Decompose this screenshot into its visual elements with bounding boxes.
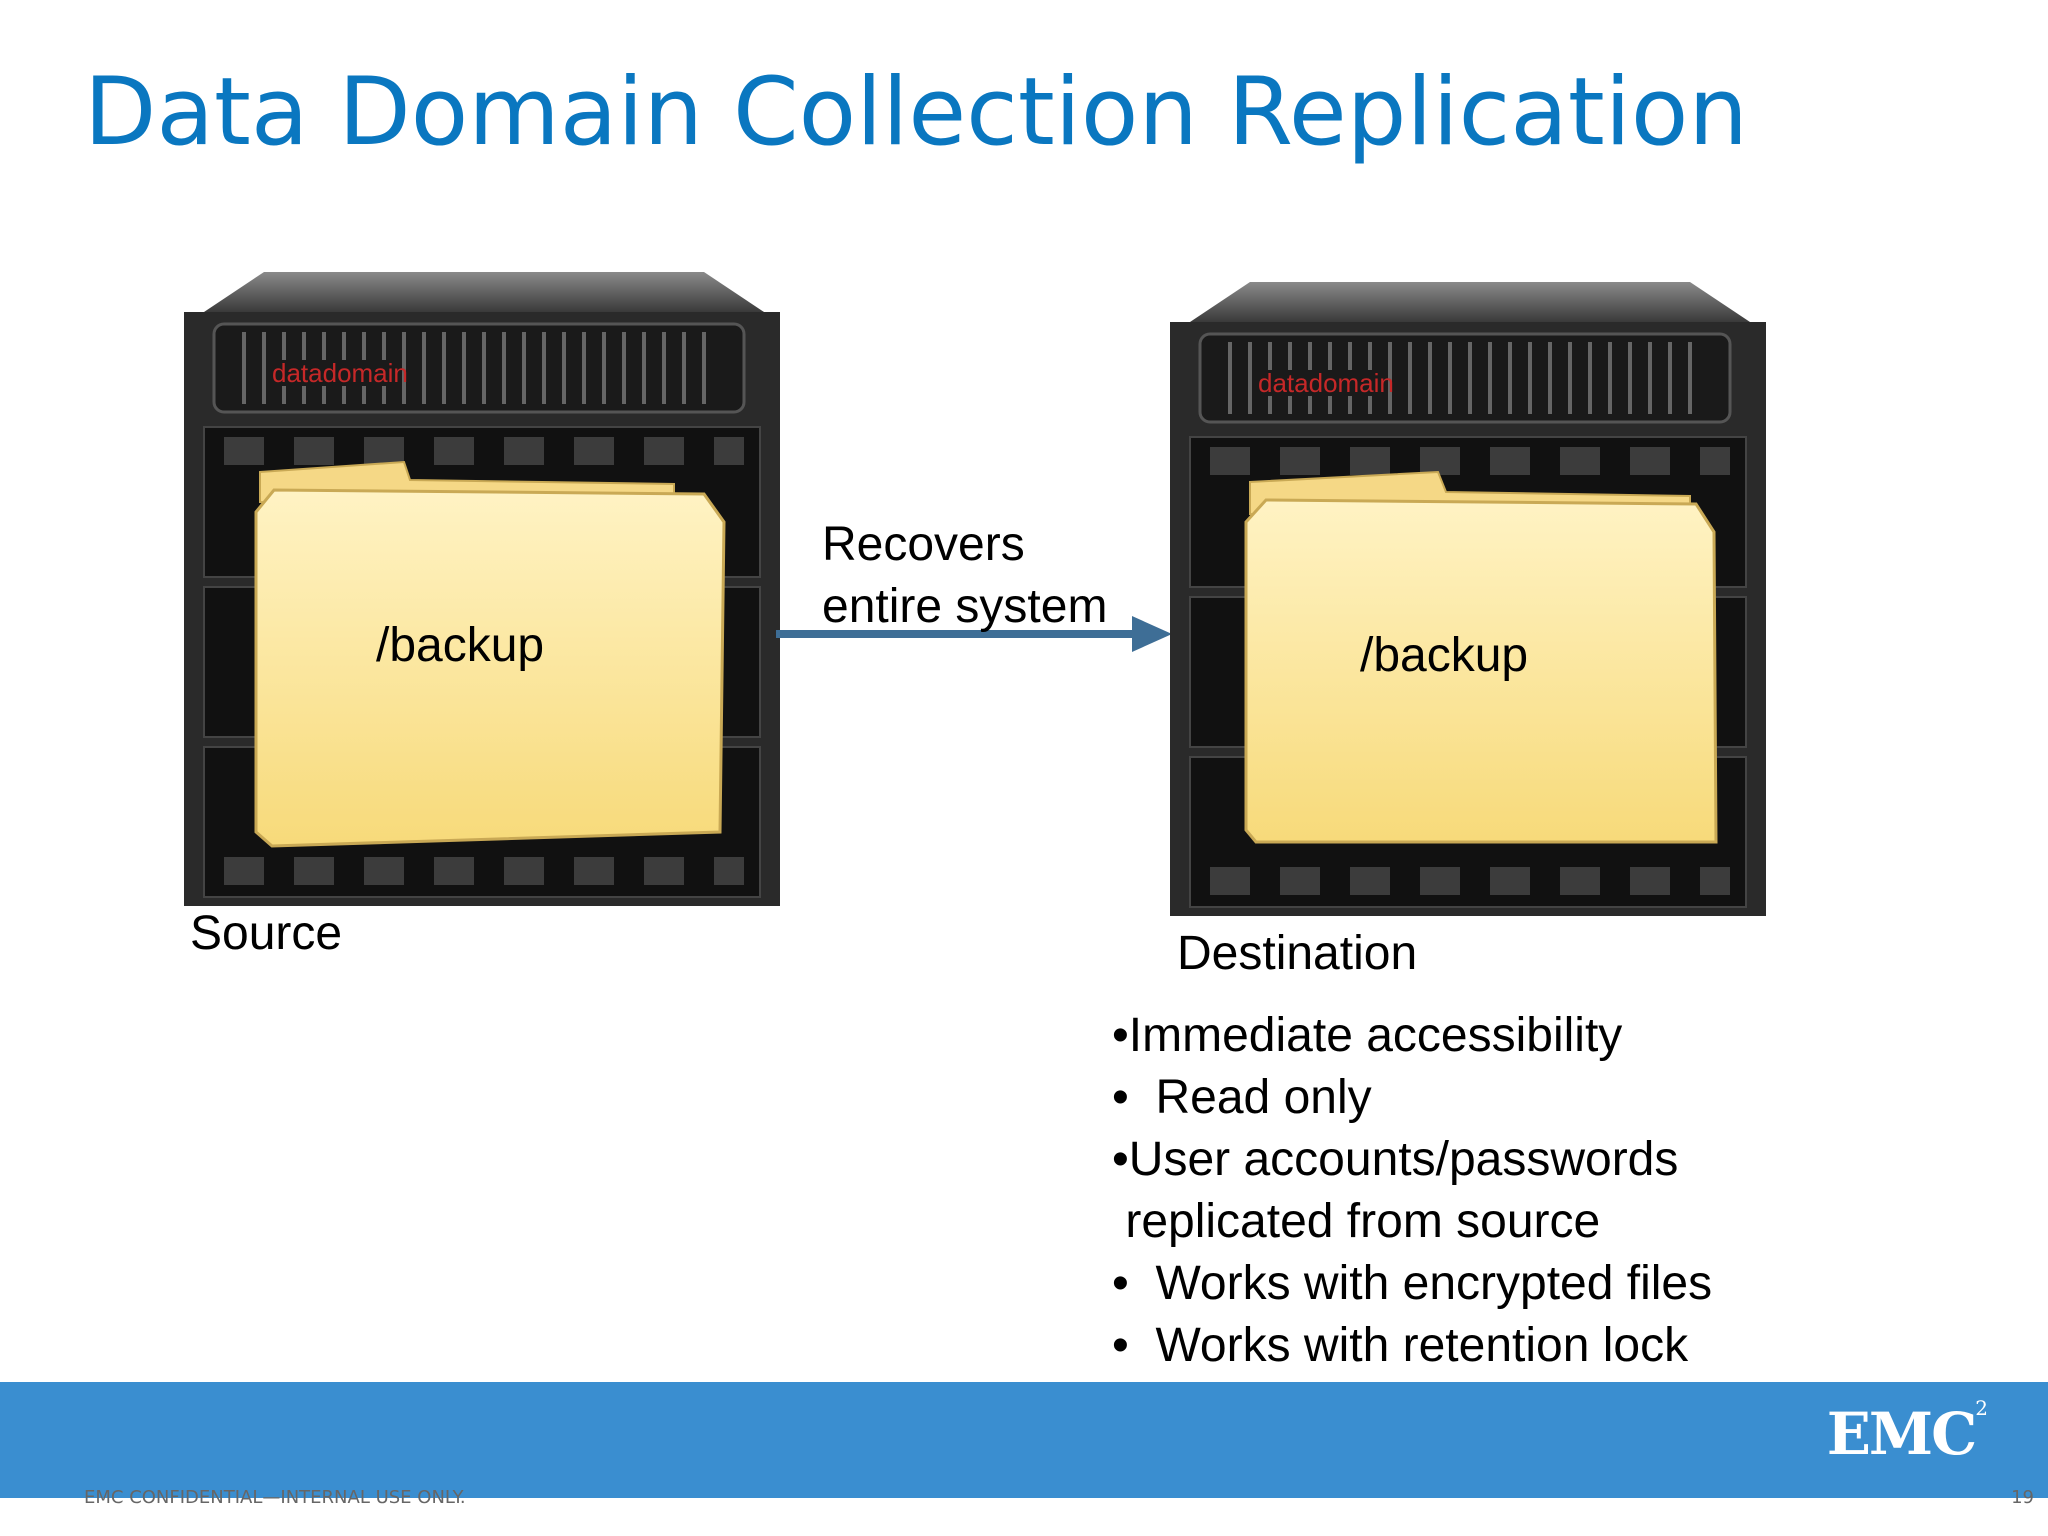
- destination-folder-label: /backup: [1360, 629, 1529, 682]
- destination-label: Destination: [1177, 927, 1418, 980]
- list-item: • Works with encrypted files: [1112, 1257, 1713, 1310]
- arrow-head-icon: [1132, 616, 1172, 652]
- list-item: replicated from source: [1112, 1195, 1601, 1248]
- replication-arrow: [776, 616, 1172, 652]
- source-label: Source: [190, 907, 343, 960]
- source-folder-label: /backup: [376, 619, 545, 672]
- folder-icon: [254, 488, 726, 848]
- footer-band: EMC2: [0, 1382, 2048, 1498]
- slide-title: Data Domain Collection Replication: [84, 58, 1748, 167]
- arrow-caption: Recovers entire system: [822, 514, 1107, 638]
- brand-logo-text: datadomain: [1258, 368, 1394, 398]
- server-rack-graphic: datadomain: [184, 272, 780, 906]
- list-item: •User accounts/passwords: [1112, 1133, 1679, 1186]
- folder-icon: [1244, 498, 1718, 844]
- arrow-caption-line2: entire system: [822, 580, 1108, 633]
- emc-logo-text: EMC: [1826, 1400, 1978, 1468]
- confidential-notice: EMC CONFIDENTIAL—INTERNAL USE ONLY.: [84, 1487, 466, 1508]
- list-item: • Works with retention lock: [1112, 1319, 1689, 1372]
- list-item: • Read only: [1112, 1071, 1372, 1124]
- source-server-image: datadomain: [184, 272, 780, 906]
- destination-feature-list: •Immediate accessibility • Read only •Us…: [1112, 1005, 1712, 1377]
- emc-logo: EMC2: [1826, 1396, 1988, 1468]
- list-item: •Immediate accessibility: [1112, 1009, 1623, 1062]
- emc-logo-superscript: 2: [1975, 1396, 1988, 1420]
- server-rack-graphic: datadomain: [1170, 282, 1766, 916]
- brand-logo-text: datadomain: [272, 358, 408, 388]
- arrow-caption-line1: Recovers: [822, 518, 1025, 571]
- destination-server-image: datadomain: [1170, 282, 1766, 916]
- page-number: 19: [2011, 1487, 2034, 1508]
